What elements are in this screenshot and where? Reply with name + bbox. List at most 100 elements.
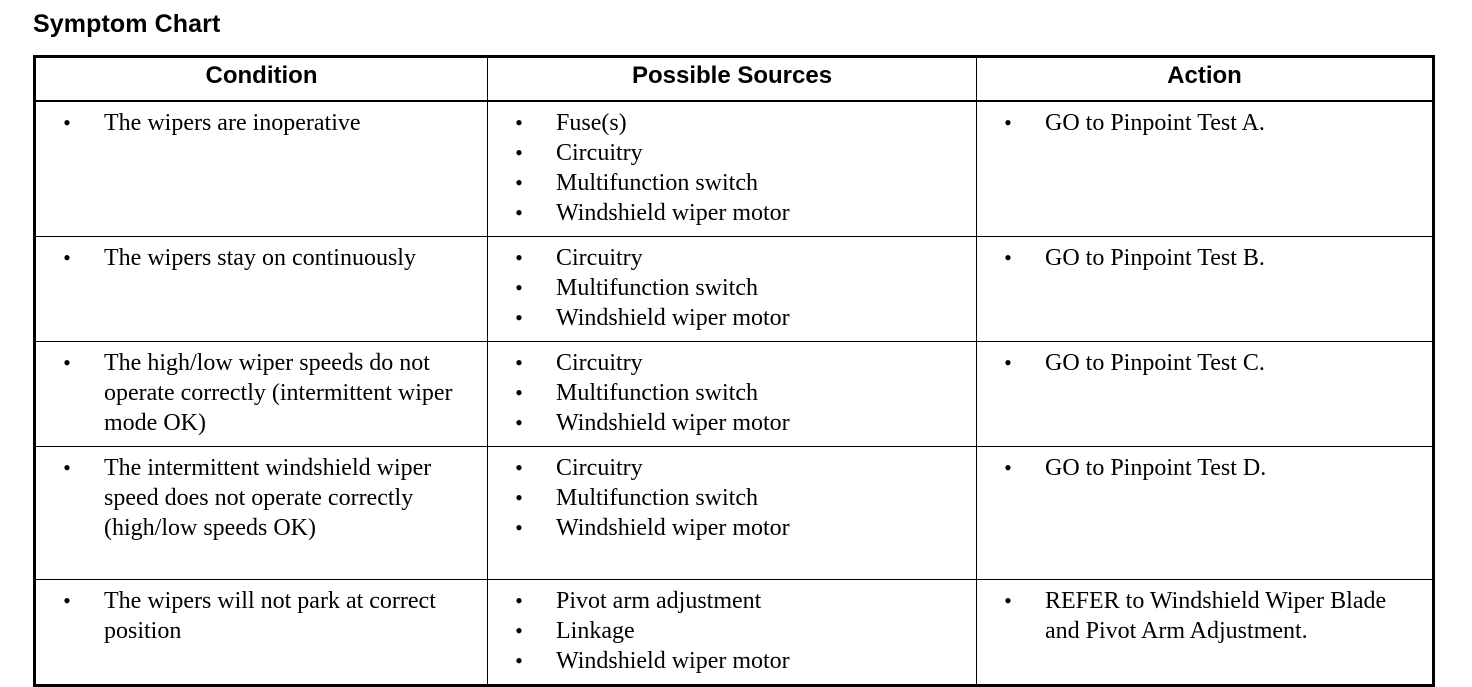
bullet-point-icon: • (515, 275, 523, 300)
bullet-item: • Fuse(s) (498, 108, 966, 138)
bullet-item: • Windshield wiper motor (498, 646, 966, 676)
cell-content: •GO to Pinpoint Test B. (977, 237, 1432, 339)
bullet-text: The high/low wiper speeds do not operate… (104, 350, 453, 436)
bullet-text: Windshield wiper motor (556, 648, 790, 674)
bullet-point-icon: • (515, 455, 523, 480)
bullet-text: GO to Pinpoint Test A. (1045, 110, 1265, 136)
bullet-list: • GO to Pinpoint Test A. (987, 108, 1422, 138)
bullet-item: • GO to Pinpoint Test D. (987, 453, 1422, 483)
bullet-text: Circuitry (556, 140, 643, 166)
column-header-action: Action (976, 56, 1434, 102)
action-cell: • GO to Pinpoint Test D. (976, 446, 1434, 580)
condition-cell: • The intermittent windshield wiper speed… (34, 446, 488, 580)
table-body: •The wipers are inoperative•Fuse(s)•Circ… (34, 100, 1434, 686)
bullet-text: Multifunction switch (556, 380, 758, 406)
bullet-item: • GO to Pinpoint Test A. (987, 108, 1422, 138)
bullet-point-icon: • (63, 350, 71, 375)
bullet-text: Multifunction switch (556, 170, 758, 196)
bullet-list: • The intermittent windshield wiper speed… (46, 453, 477, 543)
bullet-point-icon: • (515, 648, 523, 673)
bullet-list: •Circuitry•Multifunction switch• Windshie… (498, 348, 966, 438)
bullet-list: •The wipers are inoperative (46, 108, 477, 138)
bullet-point-icon: • (63, 110, 71, 135)
bullet-text: The wipers stay on continuously (104, 245, 416, 271)
cell-content: • GO to Pinpoint Test A. (977, 102, 1432, 234)
bullet-text: Pivot arm adjustment (556, 588, 762, 614)
bullet-point-icon: • (1004, 110, 1012, 135)
bullet-list: • GO to Pinpoint Test D. (987, 453, 1422, 483)
bullet-item: • The high/low wiper speeds do not operat… (46, 348, 477, 438)
bullet-item: •Multifunction switch (498, 168, 966, 198)
table-row: •The wipers are inoperative•Fuse(s)•Circ… (34, 100, 1434, 237)
cell-content: • GO to Pinpoint Test C. (977, 342, 1432, 444)
bullet-point-icon: • (515, 588, 523, 613)
bullet-list: •Circuitry•Multifunction switch•Windshie… (498, 453, 966, 543)
table-header-row: Condition Possible Sources Action (34, 56, 1434, 102)
bullet-point-icon: • (1004, 455, 1012, 480)
bullet-text: Multifunction switch (556, 485, 758, 511)
action-cell: • GO to Pinpoint Test C. (976, 341, 1434, 447)
table-header: Condition Possible Sources Action (34, 56, 1434, 102)
bullet-point-icon: • (515, 110, 523, 135)
condition-cell: • The wipers stay on continuously (34, 236, 488, 342)
bullet-text: Windshield wiper motor (556, 410, 790, 436)
bullet-list: •Fuse(s)•Circuitry•Multifunction switch•… (498, 108, 966, 228)
bullet-item: • REFER to Windshield Wiper Blade and Piv… (987, 586, 1422, 646)
bullet-point-icon: • (1004, 588, 1012, 613)
action-cell: • REFER to Windshield Wiper Blade and Piv… (976, 579, 1434, 686)
cell-content: •Circuitry•Multifunction switch•Windshie… (488, 447, 976, 579)
table-row: • The intermittent windshield wiper speed… (34, 446, 1434, 580)
bullet-text: The wipers will not park at correct posi… (104, 588, 436, 644)
bullet-item: •Multifunction switch (498, 378, 966, 408)
bullet-point-icon: • (63, 245, 71, 270)
bullet-item: •Windshield wiper motor (498, 198, 966, 228)
cell-content: •The wipers will not park at correct pos… (36, 580, 487, 682)
bullet-text: GO to Pinpoint Test D. (1045, 455, 1267, 481)
column-header-possible-sources: Possible Sources (487, 56, 977, 102)
bullet-item: • Multifunction switch (498, 273, 966, 303)
bullet-text: Windshield wiper motor (556, 200, 790, 226)
bullet-list: •GO to Pinpoint Test B. (987, 243, 1422, 273)
cell-content: •Circuitry•Multifunction switch• Windshie… (488, 342, 976, 446)
bullet-point-icon: • (515, 140, 523, 165)
bullet-list: • REFER to Windshield Wiper Blade and Piv… (987, 586, 1422, 646)
bullet-text: Circuitry (556, 245, 643, 271)
bullet-text: Fuse(s) (556, 110, 627, 136)
cell-content: • The intermittent windshield wiper speed… (36, 447, 487, 579)
bullet-list: • The high/low wiper speeds do not operat… (46, 348, 477, 438)
bullet-item: • Pivot arm adjustment (498, 586, 966, 616)
bullet-point-icon: • (515, 410, 523, 435)
possible-sources-cell: •Circuitry•Multifunction switch• Windshie… (487, 341, 977, 447)
table-row: •The wipers stay on continuously•Circuit… (34, 236, 1434, 342)
bullet-point-icon: • (515, 305, 523, 330)
bullet-item: •GO to Pinpoint Test B. (987, 243, 1422, 273)
cell-content: •Fuse(s)•Circuitry•Multifunction switch•… (488, 102, 976, 236)
symptom-chart-table: Condition Possible Sources Action •The w… (33, 55, 1435, 687)
condition-cell: •The wipers will not park at correct pos… (34, 579, 488, 686)
possible-sources-cell: •Pivot arm adjustment•Linkage•Windshield… (487, 579, 977, 686)
bullet-text: The intermittent windshield wiper speed … (104, 455, 432, 541)
possible-sources-cell: •Circuitry•Multifunction switch•Windshie… (487, 446, 977, 580)
bullet-list: •Circuitry•Multifunction switch•Windshie… (498, 243, 966, 333)
bullet-text: Multifunction switch (556, 275, 758, 301)
action-cell: •GO to Pinpoint Test B. (976, 236, 1434, 342)
cell-content: •The wipers are inoperative (36, 102, 487, 234)
bullet-item: •The wipers will not park at correct pos… (46, 586, 477, 646)
bullet-point-icon: • (1004, 245, 1012, 270)
bullet-point-icon: • (63, 455, 71, 480)
bullet-item: •Windshield wiper motor (498, 513, 966, 543)
bullet-item: •Circuitry (498, 348, 966, 378)
bullet-item: •Circuitry (498, 243, 966, 273)
bullet-item: •Circuitry (498, 453, 966, 483)
cell-content: • The wipers stay on continuously (36, 237, 487, 339)
cell-content: • GO to Pinpoint Test D. (977, 447, 1432, 579)
bullet-text: GO to Pinpoint Test C. (1045, 350, 1265, 376)
bullet-item: •The wipers are inoperative (46, 108, 477, 138)
bullet-text: REFER to Windshield Wiper Blade and Pivo… (1045, 588, 1387, 644)
bullet-list: • GO to Pinpoint Test C. (987, 348, 1422, 378)
bullet-point-icon: • (1004, 350, 1012, 375)
cell-content: • The high/low wiper speeds do not operat… (36, 342, 487, 446)
bullet-item: •Multifunction switch (498, 483, 966, 513)
possible-sources-cell: •Fuse(s)•Circuitry•Multifunction switch•… (487, 100, 977, 237)
